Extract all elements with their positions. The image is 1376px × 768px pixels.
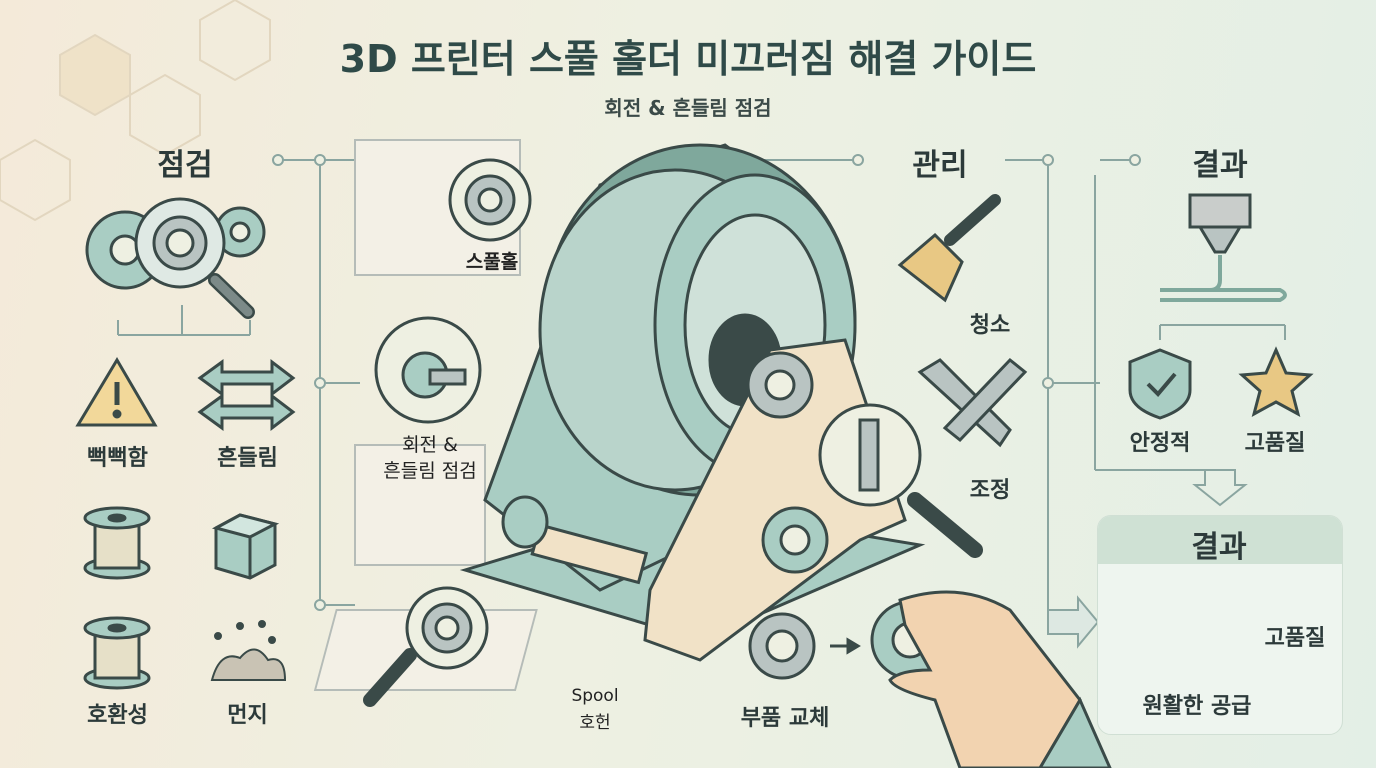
adjust-zoom [818,403,983,558]
cube-icon [211,513,280,580]
result-item-quality: 고품질 [1244,431,1306,456]
brush-icon [897,194,1001,303]
inspect-item-stiffness: 뻑뻑함 [87,446,148,471]
manage-item-clean: 청소 [969,313,1011,338]
page-title: 3D 프린터 스풀 홀더 미끄러짐 해결 가이드 [339,37,1037,81]
bearing-old-icon [748,612,816,680]
manage-heading: 관리 [912,148,968,183]
spool-groove-zoom [448,158,532,242]
result-heading: 결과 [1192,148,1248,183]
rotation-zoom [374,316,482,424]
warning-icon [75,357,158,427]
hexagon-pattern [0,0,271,222]
result-box-header [1098,516,1342,564]
label-spool-compat-1: Spool [571,686,619,706]
nozzle-icon [1160,193,1287,302]
result-item-stable: 안정적 [1129,431,1191,456]
down-arrow-icon [1192,469,1248,507]
label-spool-groove: 스풀홀 [465,251,519,273]
label-rotation-check: 회전 & 흔들림 점검 [383,434,477,482]
gear-magnifier-icon [85,197,266,319]
dust-icon [210,620,287,681]
result-box-side-label: 고품질 [1264,626,1326,651]
filament-spool-icon [83,506,151,580]
inspect-item-compat: 호환성 [87,703,148,728]
bearing-zoom-left [363,586,489,707]
result-box-caption: 원활한 공급 [1142,694,1252,719]
arrow-right-icon [830,637,861,655]
star-icon [1238,346,1314,417]
wobble-arrows-icon [197,358,296,432]
manage-item-adjust: 조정 [969,478,1011,503]
label-parts-replace: 부품 교체 [740,706,830,731]
result-box [1097,515,1343,735]
hand-icon [888,590,1112,768]
result-box-heading: 결과 [1191,530,1247,565]
spool-icon [83,616,151,690]
wrench-icon [917,357,1028,448]
page-subtitle: 회전 & 흔들림 점검 [604,96,772,120]
inspect-item-wobble: 흔들림 [217,446,278,471]
arrow-to-result [1047,595,1100,649]
inspect-item-dust: 먼지 [227,703,268,728]
inspect-heading: 점검 [157,148,213,183]
shield-check-icon [1128,348,1192,420]
label-spool-compat-2: 호헌 [579,713,611,733]
